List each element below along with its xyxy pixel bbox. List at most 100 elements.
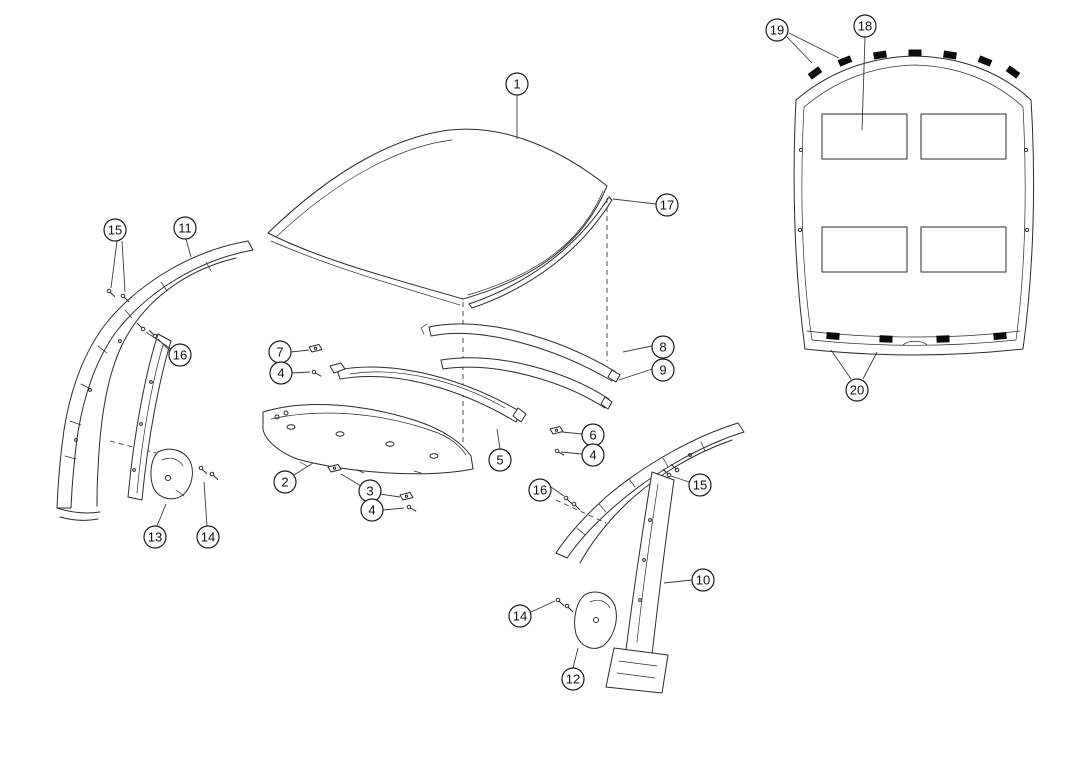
callout-2[interactable]: 2 xyxy=(273,470,297,494)
callout-11[interactable]: 11 xyxy=(173,216,197,240)
callout-14-right[interactable]: 14 xyxy=(508,604,532,628)
callout-18[interactable]: 18 xyxy=(853,14,877,38)
callout-circle xyxy=(173,216,197,240)
callout-label: 16 xyxy=(173,348,187,363)
headliner-cutout xyxy=(920,113,1007,160)
callout-label: 4 xyxy=(589,448,596,463)
callout-circle xyxy=(143,525,167,549)
pillar-bracket-left xyxy=(150,448,193,500)
callout-circle xyxy=(103,218,127,242)
headliner-cutout xyxy=(920,226,1007,273)
callout-4-c[interactable]: 4 xyxy=(360,498,384,522)
callout-label: 12 xyxy=(566,672,580,687)
callout-circle xyxy=(581,443,605,467)
callout-15-left[interactable]: 15 xyxy=(103,218,127,242)
callout-label: 3 xyxy=(366,484,373,499)
bracket-clip xyxy=(399,492,414,501)
callout-label: 15 xyxy=(108,223,122,238)
callout-circle xyxy=(853,14,877,38)
screw xyxy=(197,465,210,475)
callout-circle xyxy=(269,361,293,385)
callout-14-left[interactable]: 14 xyxy=(196,525,220,549)
callout-label: 9 xyxy=(659,363,666,378)
roof-bow-mid xyxy=(440,357,613,410)
callout-circle xyxy=(168,343,192,367)
roof-bow-rear xyxy=(420,323,621,383)
callout-circle xyxy=(651,358,675,382)
bracket-clip xyxy=(549,426,564,435)
callout-circle xyxy=(508,604,532,628)
headliner-cutout xyxy=(821,113,908,160)
roof-bow-front xyxy=(329,362,527,423)
screw xyxy=(311,369,323,377)
callout-label: 17 xyxy=(660,198,674,213)
bracket-clip xyxy=(308,344,323,353)
callout-12[interactable]: 12 xyxy=(561,667,585,691)
callout-circle xyxy=(651,335,675,359)
screw xyxy=(563,603,576,613)
screw xyxy=(105,288,118,298)
screw xyxy=(134,322,147,332)
callout-label: 14 xyxy=(513,609,527,624)
callout-7[interactable]: 7 xyxy=(268,340,292,364)
screw xyxy=(208,471,221,481)
callout-9[interactable]: 9 xyxy=(651,358,675,382)
leader-lines xyxy=(110,32,878,669)
front-header-panel xyxy=(262,404,474,475)
callout-6[interactable]: 6 xyxy=(581,423,605,447)
roof-side-molding xyxy=(468,196,613,309)
right-body-side-frame xyxy=(555,422,745,694)
screw xyxy=(554,597,567,607)
callouts: 1 17 15 11 16 7 4 8 xyxy=(103,14,877,691)
roof-frame-inner-view xyxy=(793,49,1035,356)
callout-label: 14 xyxy=(201,530,215,545)
callout-label: 11 xyxy=(178,221,192,236)
callout-label: 20 xyxy=(850,383,864,398)
callout-16-right[interactable]: 16 xyxy=(528,478,552,502)
screw xyxy=(406,504,418,512)
callout-15-right[interactable]: 15 xyxy=(688,473,712,497)
callout-circle xyxy=(688,473,712,497)
callout-label: 5 xyxy=(496,453,503,468)
callout-label: 10 xyxy=(696,573,710,588)
headliner-cutout xyxy=(821,226,908,273)
callout-10[interactable]: 10 xyxy=(691,568,715,592)
callout-20[interactable]: 20 xyxy=(845,378,869,402)
callout-17[interactable]: 17 xyxy=(655,193,679,217)
callout-13[interactable]: 13 xyxy=(143,525,167,549)
screw xyxy=(570,501,583,511)
callout-circle xyxy=(360,498,384,522)
callout-label: 4 xyxy=(368,503,375,518)
callout-label: 7 xyxy=(276,345,283,360)
callout-label: 19 xyxy=(770,23,784,38)
callout-1[interactable]: 1 xyxy=(505,72,529,96)
callout-circle xyxy=(528,478,552,502)
callout-label: 16 xyxy=(533,483,547,498)
callout-label: 18 xyxy=(858,19,872,34)
callout-label: 4 xyxy=(277,366,284,381)
callout-circle xyxy=(691,568,715,592)
callout-circle xyxy=(561,667,585,691)
callout-4-b[interactable]: 4 xyxy=(581,443,605,467)
callout-label: 1 xyxy=(513,77,520,92)
callout-circle xyxy=(505,72,529,96)
callout-label: 6 xyxy=(589,428,596,443)
callout-circle xyxy=(765,18,789,42)
callout-8[interactable]: 8 xyxy=(651,335,675,359)
screw xyxy=(119,293,132,303)
callout-label: 8 xyxy=(659,340,666,355)
screw xyxy=(562,495,575,505)
callout-5[interactable]: 5 xyxy=(488,448,512,472)
pillar-bracket-right xyxy=(574,591,617,649)
roof-panel xyxy=(267,128,608,306)
callout-label: 13 xyxy=(148,530,162,545)
left-body-side-frame xyxy=(56,240,254,521)
callout-16-left[interactable]: 16 xyxy=(168,343,192,367)
callout-circle xyxy=(273,470,297,494)
callout-circle xyxy=(196,525,220,549)
callout-19[interactable]: 19 xyxy=(765,18,789,42)
callout-circle xyxy=(845,378,869,402)
callout-4-a[interactable]: 4 xyxy=(269,361,293,385)
